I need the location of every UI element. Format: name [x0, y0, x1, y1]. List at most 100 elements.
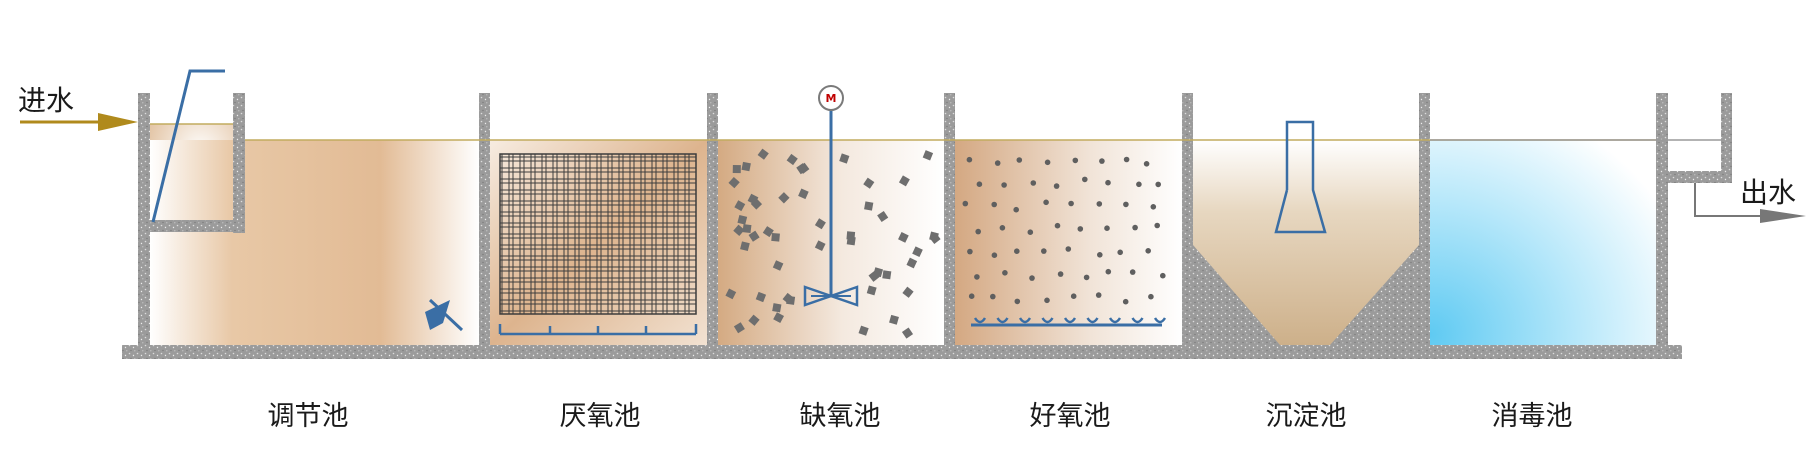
aerator-head [1086, 317, 1099, 324]
particle [748, 314, 760, 326]
aeration-grid [971, 317, 1167, 327]
tank-label-adjust: 调节池 [268, 401, 349, 432]
particle [898, 232, 909, 243]
particle [882, 270, 892, 280]
particle [771, 232, 780, 242]
aerator-head [1108, 317, 1122, 324]
bubble [1083, 274, 1090, 281]
particle [778, 192, 790, 204]
wall-outlet [1656, 93, 1668, 355]
particle [912, 246, 923, 258]
inlet-arrow [20, 113, 138, 131]
settling-hopper [1193, 245, 1419, 345]
particle [866, 285, 877, 296]
aerobic-tank-water [955, 140, 1182, 345]
bubble [1014, 248, 1020, 254]
particle [858, 325, 869, 336]
wall-3 [707, 93, 718, 345]
bubble [1154, 222, 1160, 229]
bubble [974, 274, 980, 280]
wall-outlet-outer [1721, 93, 1732, 183]
bubble [975, 228, 981, 235]
particle [757, 148, 769, 160]
particle [750, 198, 763, 210]
motor-label: M [826, 92, 837, 105]
bubble [1016, 157, 1023, 163]
bubble [966, 156, 973, 163]
outlet-label: 出水 [1740, 176, 1796, 209]
particle [863, 177, 875, 189]
bubble [999, 225, 1006, 231]
particle [740, 241, 750, 252]
particle [814, 240, 826, 252]
bubble [1104, 225, 1110, 231]
bubble [1065, 246, 1072, 252]
motor-icon: M [818, 85, 844, 111]
bubble [968, 293, 975, 300]
aerator-head [996, 317, 1009, 324]
wall-inlet [138, 93, 150, 345]
bubble [991, 252, 998, 258]
bubble [990, 293, 996, 300]
disinfection-tank-water [1430, 140, 1656, 345]
bubble [1002, 270, 1008, 276]
particle [772, 260, 784, 271]
mixer [803, 110, 859, 307]
bubble [1123, 201, 1129, 208]
particle [798, 188, 809, 200]
particle [772, 303, 782, 313]
aerator-head [1041, 317, 1054, 324]
particle [741, 161, 751, 172]
aerator-head [1153, 317, 1167, 324]
bubble [1030, 180, 1037, 186]
aerator-heads [973, 317, 1167, 324]
bubble [1097, 252, 1103, 258]
bubble [1105, 268, 1112, 275]
particle [889, 314, 899, 325]
bubble [1148, 293, 1154, 300]
filler-mesh [499, 153, 697, 315]
particle [922, 150, 934, 161]
bubble [1057, 271, 1064, 277]
wall-adjust-inner [233, 93, 245, 233]
bubble [1123, 156, 1130, 163]
bubble [1013, 206, 1019, 213]
particle [846, 236, 856, 246]
aerator-head [1063, 317, 1077, 324]
aerator-head [973, 317, 987, 324]
bubble [1143, 161, 1150, 167]
tank-label-aerobic: 好氧池 [1030, 401, 1111, 432]
bubble [1043, 199, 1049, 206]
aerobic-bubbles [962, 156, 1166, 305]
bubble [1029, 275, 1035, 281]
particle [839, 153, 850, 164]
particle [733, 224, 745, 236]
base-slab [122, 345, 1682, 359]
particle [929, 232, 941, 245]
bubble [1122, 298, 1129, 305]
bubble [1117, 249, 1123, 256]
particle [901, 327, 914, 339]
wall-6 [1419, 93, 1430, 345]
particle [898, 175, 910, 187]
particle [755, 291, 767, 303]
wall-4 [944, 93, 955, 345]
particle [906, 257, 918, 269]
particle [737, 214, 748, 225]
center-guide-tube [1274, 120, 1327, 234]
bubble [1129, 269, 1136, 275]
anaerobic-diffuser-bar [498, 324, 698, 336]
bubble [1070, 293, 1077, 300]
particle [762, 226, 774, 238]
bubble [991, 201, 997, 208]
particle [877, 210, 889, 223]
bubble [1044, 159, 1051, 166]
adjust-tank-water [150, 140, 479, 345]
bubble [1132, 224, 1138, 231]
particle [873, 267, 884, 278]
adjust-chamber-floor [150, 220, 245, 232]
bubble [967, 248, 973, 255]
tank-label-disinfection: 消毒池 [1492, 401, 1573, 432]
particle [725, 288, 737, 300]
